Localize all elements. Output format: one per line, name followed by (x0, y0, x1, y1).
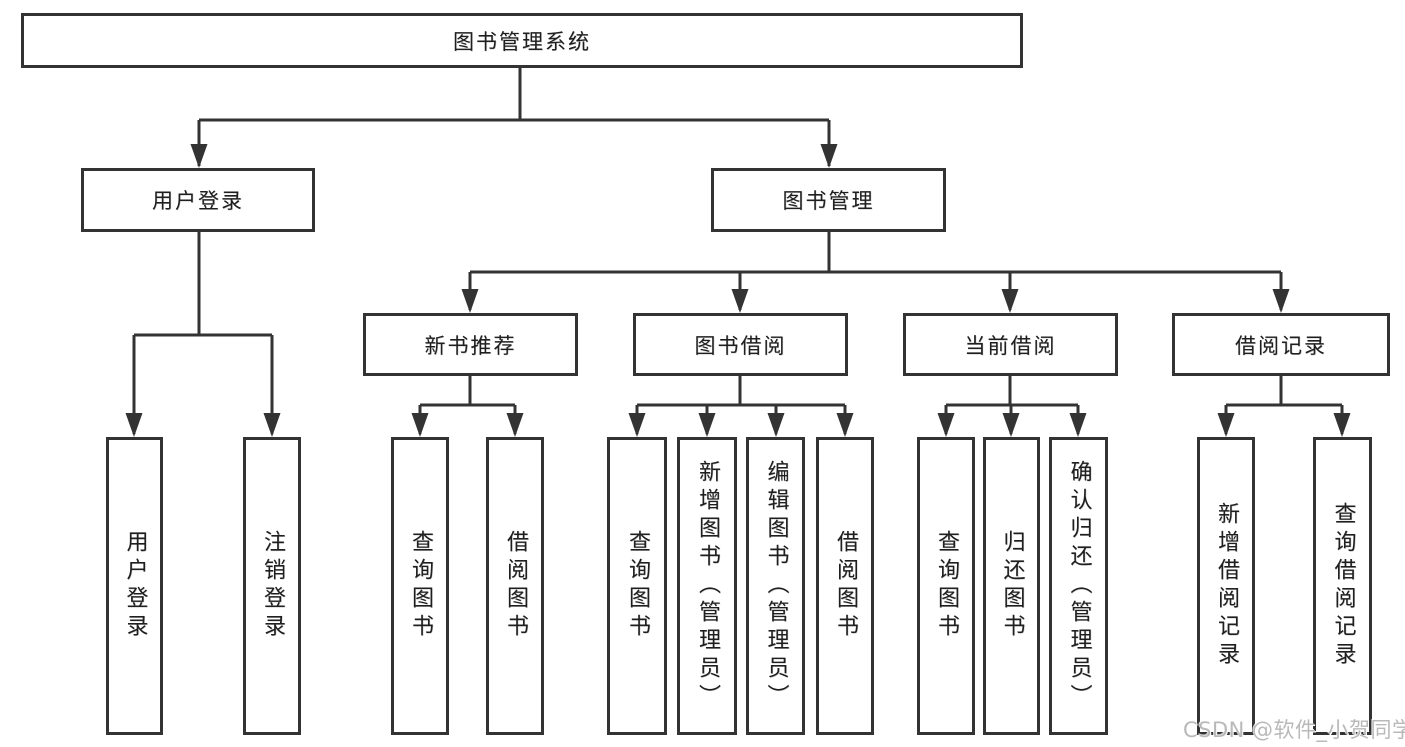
node-label: 当前借阅 (964, 333, 1057, 358)
node-label: 查询图书 (934, 530, 959, 642)
leaf-return-books: 归还图书 (983, 437, 1040, 735)
leaf-user-login: 用户登录 (106, 437, 163, 735)
leaf-add-borrow-record: 新增借阅记录 (1197, 437, 1255, 735)
node-current-borrow: 当前借阅 (903, 313, 1118, 376)
node-book-borrow: 图书借阅 (633, 313, 848, 376)
leaf-borrow-books-recommend: 借阅图书 (486, 437, 544, 735)
leaf-logout: 注销登录 (243, 437, 301, 735)
leaf-query-borrow-record: 查询借阅记录 (1313, 437, 1372, 735)
node-label: 图书管理系统 (453, 29, 591, 54)
csdn-watermark: CSDN @软件_小贺同学 (1183, 718, 1405, 742)
leaf-query-books-recommend: 查询图书 (391, 437, 449, 735)
node-label: 确认归还（管理员） (1066, 460, 1092, 712)
leaf-add-books-admin: 新增图书（管理员） (677, 437, 737, 735)
leaf-edit-books-admin: 编辑图书（管理员） (746, 437, 805, 735)
node-label: 借阅图书 (503, 530, 528, 642)
node-label: 查询借阅记录 (1330, 502, 1356, 670)
node-label: 图书借阅 (694, 333, 787, 358)
arrowheads (125, 144, 1351, 437)
node-label: 新增图书（管理员） (695, 460, 720, 712)
node-new-book-recommend: 新书推荐 (363, 313, 578, 376)
node-label: 用户登录 (122, 530, 148, 642)
leaf-query-books-borrow: 查询图书 (607, 437, 667, 735)
node-label: 编辑图书（管理员） (763, 460, 789, 712)
leaf-borrow-books: 借阅图书 (816, 437, 874, 735)
node-label: 用户登录 (152, 189, 244, 213)
node-book-management: 图书管理 (711, 168, 946, 232)
node-label: 新增借阅记录 (1214, 502, 1239, 670)
leaf-query-books-current: 查询图书 (917, 437, 975, 735)
node-label: 新书推荐 (424, 333, 517, 358)
node-label: 借阅记录 (1235, 333, 1327, 358)
node-label: 借阅图书 (833, 530, 858, 642)
leaf-confirm-return-admin: 确认归还（管理员） (1049, 437, 1108, 735)
node-library-management-system: 图书管理系统 (21, 13, 1023, 68)
node-label: 归还图书 (999, 530, 1025, 642)
node-label: 查询图书 (408, 530, 433, 642)
node-label: 图书管理 (782, 189, 875, 213)
node-borrow-record: 借阅记录 (1172, 313, 1390, 376)
node-user-login: 用户登录 (81, 168, 315, 232)
node-label: 查询图书 (625, 530, 650, 642)
node-label: 注销登录 (260, 530, 285, 642)
